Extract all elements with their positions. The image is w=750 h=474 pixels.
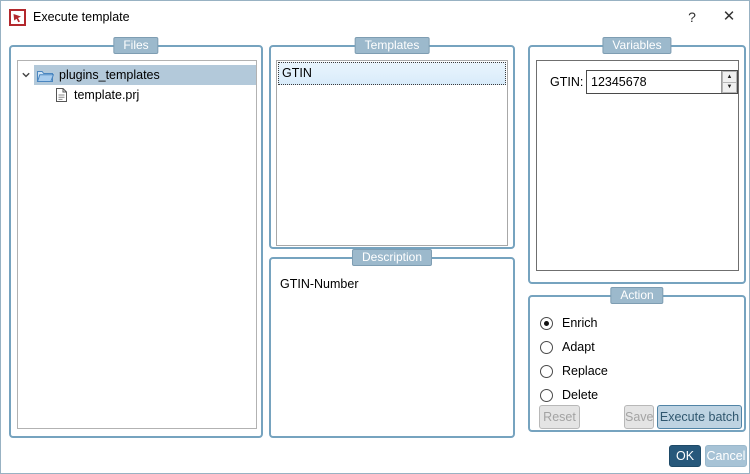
radio-3[interactable] [540, 388, 553, 402]
chevron-down-icon[interactable] [18, 70, 34, 80]
reset-button[interactable]: Reset [539, 405, 580, 429]
radio-2[interactable] [540, 364, 553, 378]
cancel-button[interactable]: Cancel [705, 445, 747, 467]
tree-item-label: template.prj [74, 88, 140, 102]
execute-batch-button[interactable]: Execute batch [657, 405, 742, 429]
templates-list[interactable]: GTIN [276, 60, 508, 246]
close-button[interactable]: ✕ [722, 8, 736, 25]
spin-up-icon[interactable]: ▲ [722, 71, 737, 82]
variable-label: GTIN: [550, 75, 584, 89]
templates-panel-label: Templates [354, 37, 430, 54]
radio-option-enrich[interactable]: Enrich [530, 311, 744, 335]
gtin-spinbox[interactable]: ▲ ▼ [586, 70, 738, 94]
files-tree[interactable]: plugins_templates template.prj [17, 60, 257, 429]
description-panel: Description GTIN-Number [269, 249, 515, 438]
radio-option-adapt[interactable]: Adapt [530, 335, 744, 359]
tree-item-file[interactable]: template.prj [18, 85, 256, 105]
tree-item-label: plugins_templates [59, 68, 160, 82]
tree-item-folder[interactable]: plugins_templates [18, 65, 256, 85]
window-title: Execute template [33, 10, 130, 24]
action-panel: Action Enrich Adapt Replace Delete Reset… [528, 287, 746, 432]
ok-button[interactable]: OK [669, 445, 701, 467]
variables-box: GTIN: ▲ ▼ [536, 60, 739, 271]
radio-0[interactable] [540, 316, 553, 330]
radio-1[interactable] [540, 340, 553, 354]
description-panel-label: Description [351, 249, 433, 266]
app-icon [9, 9, 26, 26]
save-button[interactable]: Save [624, 405, 654, 429]
gtin-input[interactable] [587, 71, 721, 93]
file-icon [55, 87, 68, 103]
action-panel-label: Action [610, 287, 664, 304]
radio-option-replace[interactable]: Replace [530, 359, 744, 383]
title-bar: Execute template ? ✕ [1, 1, 749, 33]
templates-panel: Templates GTIN [269, 37, 515, 249]
folder-open-icon [36, 68, 55, 83]
radio-option-delete[interactable]: Delete [530, 383, 744, 407]
files-panel-label: Files [113, 37, 159, 54]
files-panel: Files plugins_templates [9, 37, 263, 438]
variables-panel-label: Variables [602, 37, 672, 54]
variable-row: GTIN: ▲ ▼ [537, 70, 738, 94]
list-item-template[interactable]: GTIN [278, 62, 506, 85]
spin-down-icon[interactable]: ▼ [722, 81, 737, 93]
description-text: GTIN-Number [280, 277, 359, 291]
variables-panel: Variables GTIN: ▲ ▼ [528, 37, 746, 284]
help-button[interactable]: ? [688, 9, 696, 25]
